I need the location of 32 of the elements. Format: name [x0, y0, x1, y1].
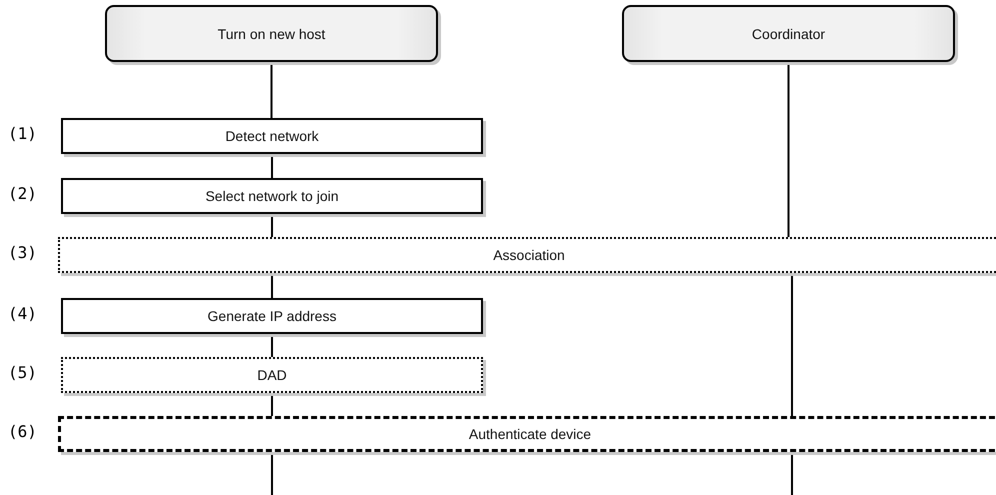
lifeline-segment: [271, 154, 273, 178]
participant-label: Turn on new host: [218, 26, 326, 42]
lifeline-segment: [270, 62, 272, 118]
step-number: (2): [8, 184, 37, 203]
step-number: (1): [8, 124, 37, 143]
lifeline-segment: [271, 334, 273, 357]
step-number: (4): [8, 304, 37, 323]
step-box: [61, 357, 483, 393]
step-label: Authenticate device: [468, 426, 592, 442]
step-number: (5): [8, 363, 37, 382]
lifeline-segment: [271, 273, 273, 298]
step-number: (3): [8, 243, 37, 262]
participant-box: [105, 5, 438, 62]
lifeline-segment: [791, 452, 793, 495]
participant-label: Coordinator: [752, 26, 826, 42]
step-number: (6): [8, 422, 37, 441]
lifeline-segment: [788, 62, 790, 237]
step-label: Association: [493, 247, 565, 263]
step-label: Generate IP address: [208, 308, 336, 324]
step-box: [61, 118, 483, 154]
lifeline-segment: [791, 273, 793, 416]
step-box: [58, 416, 996, 452]
step-label: Select network to join: [205, 188, 339, 204]
lifeline-segment: [271, 393, 273, 416]
participant-box: [622, 5, 955, 62]
lifeline-segment: [271, 214, 273, 237]
step-label: DAD: [257, 367, 287, 383]
step-box: [61, 298, 483, 334]
step-box: [61, 178, 483, 214]
step-label: Detect network: [225, 128, 319, 144]
step-box: [58, 237, 996, 273]
lifeline-segment: [271, 452, 273, 495]
